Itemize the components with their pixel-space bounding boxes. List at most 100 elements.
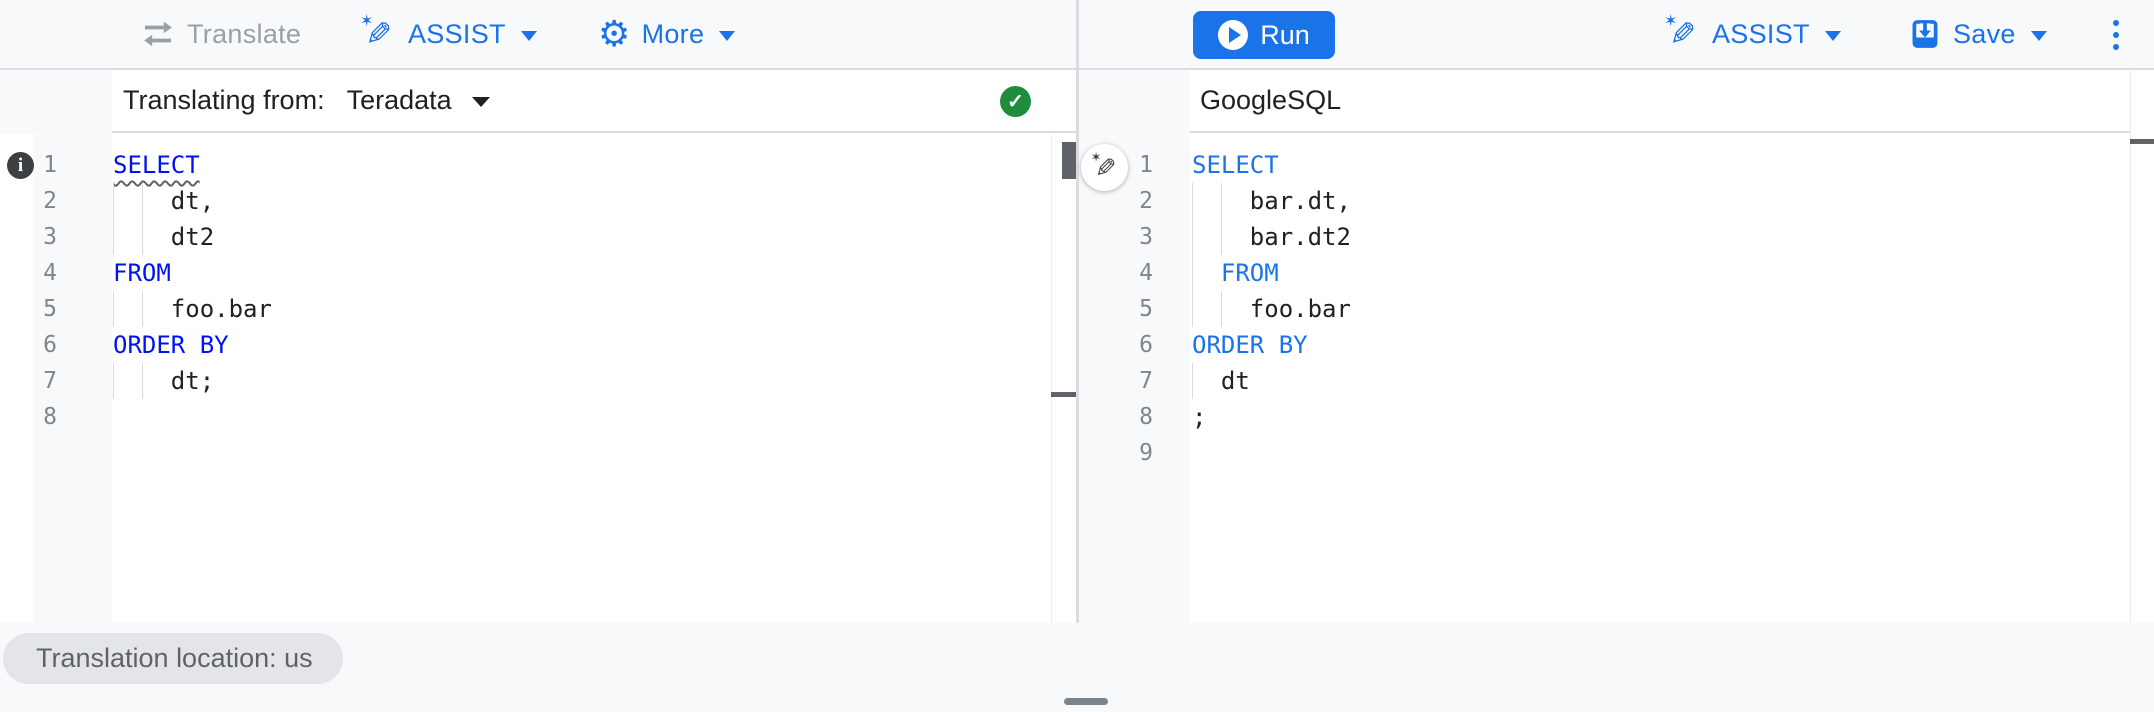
code-line: 1 SELECT <box>0 147 1046 183</box>
line-number: 5 <box>43 296 57 322</box>
assist-menu-button-right[interactable]: ✶✎ ASSIST <box>1664 0 1841 68</box>
code-line: 5 foo.bar <box>0 291 1046 327</box>
code-line: 1 SELECT <box>1079 147 2124 183</box>
translation-location-chip: Translation location: us <box>3 633 343 684</box>
line-number-gutter <box>33 135 112 623</box>
resize-drag-handle[interactable] <box>1064 698 1108 705</box>
gutter-corner <box>0 70 112 134</box>
indent-guide <box>113 291 114 327</box>
scrollbar-track <box>2130 70 2131 623</box>
line-number: 8 <box>43 404 57 430</box>
code-line: 2 dt, <box>0 183 1046 219</box>
code-token: foo.bar <box>1192 295 1351 323</box>
code-token: ORDER BY <box>113 331 229 359</box>
translate-button[interactable]: Translate <box>140 0 301 68</box>
save-label: Save <box>1953 18 2016 49</box>
line-number: 6 <box>1139 332 1153 358</box>
save-menu-button[interactable]: Save <box>1908 0 2047 68</box>
gear-icon: ⚙ <box>598 13 631 54</box>
code-token <box>1192 259 1221 287</box>
code-line: 4 FROM <box>1079 255 2124 291</box>
code-token: SELECT <box>113 151 200 179</box>
indent-guide <box>1192 183 1193 219</box>
overflow-menu-button[interactable] <box>2103 13 2129 57</box>
code-token: SELECT <box>1192 151 1279 179</box>
code-token: ; <box>1192 403 1207 431</box>
source-header: Translating from: Teradata ✓ <box>112 70 1076 133</box>
line-number: 6 <box>43 332 57 358</box>
more-label: More <box>641 18 705 49</box>
indent-guide <box>1220 183 1222 219</box>
translate-label: Translate <box>187 18 302 49</box>
line-number: 1 <box>43 152 57 178</box>
code-line: 8 <box>0 399 1046 435</box>
chevron-down-icon <box>719 30 736 41</box>
line-number: 2 <box>1139 188 1153 214</box>
info-icon: i <box>7 152 34 179</box>
line-number: 3 <box>1139 224 1153 250</box>
assist-label: ASSIST <box>408 18 506 49</box>
code-line: 8; <box>1079 399 2124 435</box>
indent-guide <box>113 363 114 399</box>
assist-menu-button[interactable]: ✶✎ ASSIST <box>360 0 537 68</box>
indent-guide <box>141 219 143 255</box>
code-line: 6 ORDER BY <box>0 327 1046 363</box>
indent-guide <box>1192 291 1193 327</box>
code-token: dt <box>1192 367 1250 395</box>
play-icon <box>1218 20 1249 50</box>
code-token: ORDER BY <box>1192 331 1308 359</box>
target-header: GoogleSQL <box>1190 70 2130 133</box>
indent-guide <box>113 219 114 255</box>
scrollbar-marker <box>1051 392 1077 397</box>
swap-arrows-icon <box>144 21 172 47</box>
code-token: FROM <box>1220 259 1279 287</box>
indent-guide <box>1192 363 1193 399</box>
code-token: bar.dt, <box>1192 187 1351 215</box>
line-number: 4 <box>43 260 57 286</box>
save-icon <box>1912 20 1938 48</box>
code-line: 6 ORDER BY <box>1079 327 2124 363</box>
line-number: 5 <box>1139 296 1153 322</box>
line-number: 7 <box>43 368 57 394</box>
googlesql-label: GoogleSQL <box>1200 85 1342 115</box>
code-line: 7 dt; <box>0 363 1046 399</box>
chevron-down-icon <box>520 30 537 41</box>
inline-assist-button[interactable]: ✶✎ <box>1081 144 1128 191</box>
code-token: dt; <box>113 367 215 395</box>
more-menu-button[interactable]: ⚙ More <box>598 0 736 68</box>
translation-location-label: Translation location: us <box>36 643 313 673</box>
chevron-down-icon <box>471 97 490 107</box>
assist-right-label: ASSIST <box>1712 18 1810 49</box>
code-token: FROM <box>113 259 171 287</box>
chevron-down-icon <box>2030 30 2047 41</box>
run-label: Run <box>1260 19 1310 50</box>
chevron-down-icon <box>1824 30 1841 41</box>
translation-success-icon: ✓ <box>1000 86 1031 117</box>
indent-guide <box>113 183 114 219</box>
indent-guide <box>1192 219 1193 255</box>
line-number: 1 <box>1139 152 1153 178</box>
indent-guide <box>1192 255 1193 291</box>
scrollbar-thumb[interactable] <box>1062 142 1076 179</box>
source-dialect-dropdown[interactable]: Teradata <box>347 85 490 116</box>
footer-bar: Translation location: us <box>0 623 2154 712</box>
code-token: dt, <box>113 187 215 215</box>
magic-pencil-icon: ✶✎ <box>360 13 393 52</box>
code-token: bar.dt2 <box>1192 223 1351 251</box>
code-line: 3 dt2 <box>0 219 1046 255</box>
translating-from-label: Translating from: <box>123 85 325 115</box>
indent-guide <box>141 363 143 399</box>
indent-guide <box>1220 291 1222 327</box>
run-button[interactable]: Run <box>1193 11 1335 59</box>
target-code-area[interactable]: 1 SELECT 2 bar.dt, 3 bar.dt2 4 FROM 5 foo.bar… <box>1079 147 2124 471</box>
line-number: 9 <box>1139 440 1153 466</box>
code-token: dt2 <box>113 223 215 251</box>
panel-divider <box>1076 0 1079 623</box>
line-number: 7 <box>1139 368 1153 394</box>
magic-pencil-icon: ✶✎ <box>1664 13 1697 52</box>
line-number: 2 <box>43 188 57 214</box>
code-token: foo.bar <box>113 295 272 323</box>
code-line: 2 bar.dt, <box>1079 183 2124 219</box>
line-number: 4 <box>1139 260 1153 286</box>
